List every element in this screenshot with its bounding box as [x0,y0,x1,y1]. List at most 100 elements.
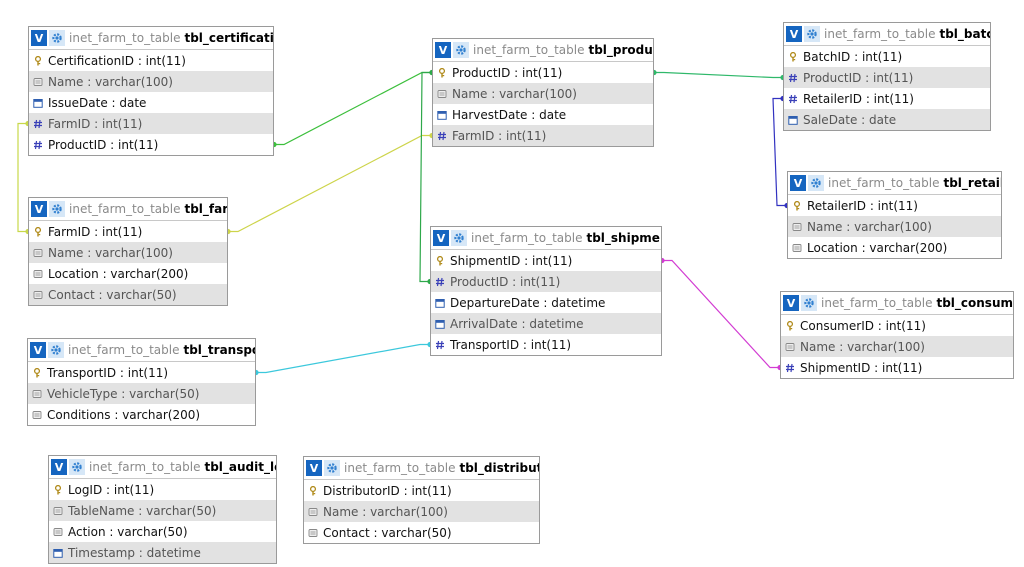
table-transport[interactable]: V inet_farm_to_table tbl_transport Trans… [27,338,256,426]
db-name: inet_farm_to_table [824,27,936,41]
column-text: Timestamp : datetime [68,545,201,560]
gear-icon[interactable] [804,26,820,42]
table-certification[interactable]: V inet_farm_to_table tbl_certification C… [28,26,274,156]
column-row[interactable]: ProductID : int(11) [433,62,653,83]
v-icon[interactable]: V [31,30,47,46]
column-row[interactable]: LogID : int(11) [49,479,276,500]
table-distributor[interactable]: V inet_farm_to_table tbl_distributor Dis… [303,456,540,544]
table-header[interactable]: V inet_farm_to_table tbl_farm [29,198,227,221]
column-row[interactable]: ProductID : int(11) [784,67,990,88]
v-icon[interactable]: V [30,342,46,358]
column-row[interactable]: TransportID : int(11) [28,362,255,383]
db-name: inet_farm_to_table [69,202,181,216]
table-audit-log[interactable]: V inet_farm_to_table tbl_audit_log LogID… [48,455,277,564]
column-row[interactable]: Contact : varchar(50) [304,522,539,543]
column-row[interactable]: FarmID : int(11) [29,221,227,242]
column-row[interactable]: TransportID : int(11) [431,334,661,355]
db-name: inet_farm_to_table [69,31,181,45]
gear-icon[interactable] [49,201,65,217]
column-row[interactable]: RetailerID : int(11) [784,88,990,109]
column-row[interactable]: ProductID : int(11) [29,134,273,155]
column-text: TransportID : int(11) [450,337,572,352]
column-row[interactable]: DepartureDate : datetime [431,292,661,313]
v-icon[interactable]: V [783,295,799,311]
gear-icon[interactable] [49,30,65,46]
v-icon[interactable]: V [433,230,449,246]
column-row[interactable]: FarmID : int(11) [29,113,273,134]
gear-icon[interactable] [324,460,340,476]
column-row[interactable]: Conditions : varchar(200) [28,404,255,425]
column-row[interactable]: Action : varchar(50) [49,521,276,542]
table-farm[interactable]: V inet_farm_to_table tbl_farm FarmID : i… [28,197,228,306]
column-row[interactable]: ShipmentID : int(11) [431,250,661,271]
text-icon [785,342,795,352]
v-icon[interactable]: V [435,42,451,58]
column-row[interactable]: BatchID : int(11) [784,46,990,67]
table-name: tbl_product [588,43,653,57]
column-row[interactable]: VehicleType : varchar(50) [28,383,255,404]
table-consumer[interactable]: V inet_farm_to_table tbl_consumer Consum… [780,291,1014,379]
v-icon[interactable]: V [31,201,47,217]
table-retailer[interactable]: V inet_farm_to_table tbl_retailer Retail… [787,171,1002,259]
column-text: Name : varchar(100) [323,504,448,519]
column-row[interactable]: DistributorID : int(11) [304,480,539,501]
column-row[interactable]: RetailerID : int(11) [788,195,1001,216]
column-row[interactable]: TableName : varchar(50) [49,500,276,521]
column-row[interactable]: FarmID : int(11) [433,125,653,146]
relation-line [662,259,780,369]
hash-icon [33,140,43,150]
table-header[interactable]: V inet_farm_to_table tbl_batch [784,23,990,46]
gear-icon[interactable] [453,42,469,58]
column-text: ShipmentID : int(11) [450,253,573,268]
column-row[interactable]: ConsumerID : int(11) [781,315,1013,336]
text-icon [33,77,43,87]
table-header[interactable]: V inet_farm_to_table tbl_certification [29,27,273,50]
column-row[interactable]: IssueDate : date [29,92,273,113]
v-icon[interactable]: V [786,26,802,42]
v-icon[interactable]: V [306,460,322,476]
calendar-icon [33,98,43,108]
table-name: tbl_retailer [943,176,1001,190]
table-header[interactable]: V inet_farm_to_table tbl_audit_log [49,456,276,479]
column-row[interactable]: SaleDate : date [784,109,990,130]
gear-icon[interactable] [808,175,824,191]
column-row[interactable]: ProductID : int(11) [431,271,661,292]
table-header[interactable]: V inet_farm_to_table tbl_distributor [304,457,539,480]
table-product[interactable]: V inet_farm_to_table tbl_product Product… [432,38,654,147]
column-row[interactable]: Location : varchar(200) [788,237,1001,258]
gear-icon[interactable] [48,342,64,358]
column-text: ProductID : int(11) [450,274,561,289]
column-row[interactable]: Name : varchar(100) [433,83,653,104]
calendar-icon [53,548,63,558]
table-header[interactable]: V inet_farm_to_table tbl_shipment [431,227,661,250]
table-header[interactable]: V inet_farm_to_table tbl_consumer [781,292,1013,315]
column-row[interactable]: Location : varchar(200) [29,263,227,284]
column-row[interactable]: Contact : varchar(50) [29,284,227,305]
column-row[interactable]: Name : varchar(100) [781,336,1013,357]
gear-icon[interactable] [69,459,85,475]
column-row[interactable]: Name : varchar(100) [304,501,539,522]
column-row[interactable]: Name : varchar(100) [29,71,273,92]
column-row[interactable]: HarvestDate : date [433,104,653,125]
text-icon [53,506,63,516]
table-header[interactable]: V inet_farm_to_table tbl_transport [28,339,255,362]
gear-icon[interactable] [801,295,817,311]
column-row[interactable]: ArrivalDate : datetime [431,313,661,334]
db-name: inet_farm_to_table [473,43,585,57]
text-icon [32,389,42,399]
table-header[interactable]: V inet_farm_to_table tbl_retailer [788,172,1001,195]
column-text: FarmID : int(11) [452,128,547,143]
column-row[interactable]: Name : varchar(100) [29,242,227,263]
column-row[interactable]: Timestamp : datetime [49,542,276,563]
table-shipment[interactable]: V inet_farm_to_table tbl_shipment Shipme… [430,226,662,356]
table-header[interactable]: V inet_farm_to_table tbl_product [433,39,653,62]
table-batch[interactable]: V inet_farm_to_table tbl_batch BatchID :… [783,22,991,131]
column-row[interactable]: CertificationID : int(11) [29,50,273,71]
v-icon[interactable]: V [51,459,67,475]
v-icon[interactable]: V [790,175,806,191]
gear-icon[interactable] [451,230,467,246]
column-row[interactable]: Name : varchar(100) [788,216,1001,237]
hash-icon [785,363,795,373]
column-row[interactable]: ShipmentID : int(11) [781,357,1013,378]
hash-icon [435,340,445,350]
